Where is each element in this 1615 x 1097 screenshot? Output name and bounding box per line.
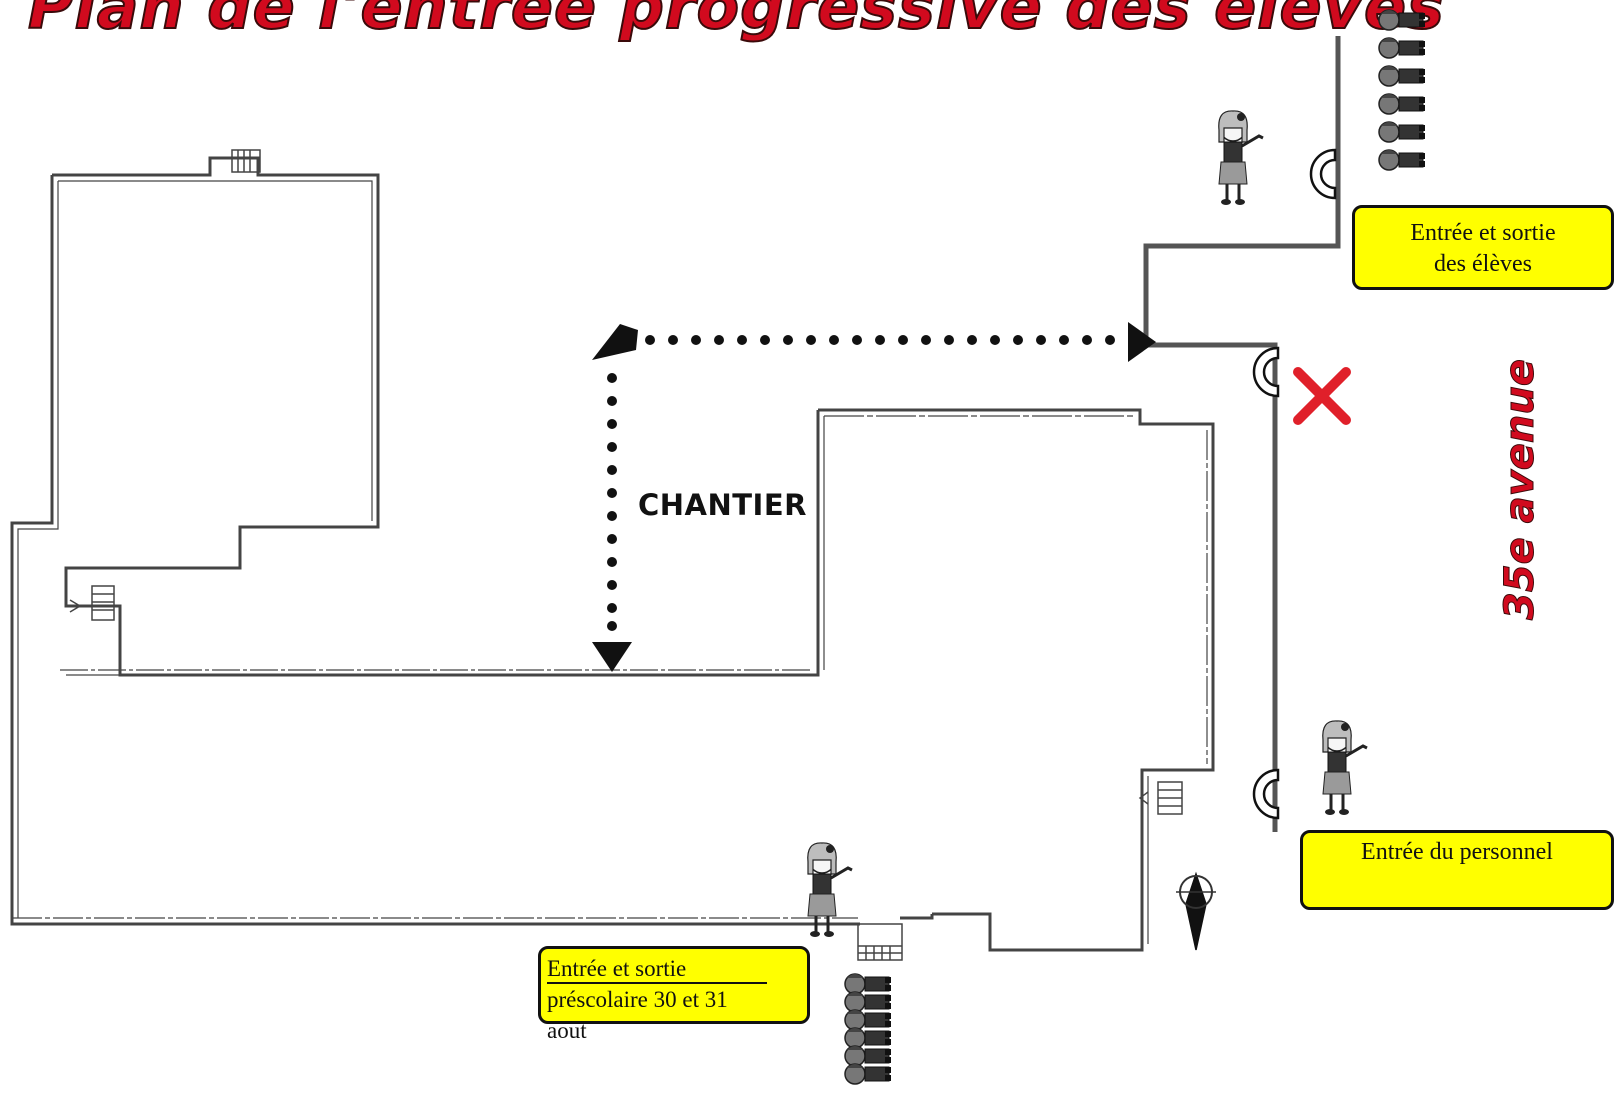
supervisor-icon-personnel <box>1321 719 1369 817</box>
staircase-right <box>1138 781 1183 815</box>
dotted-arrow-vertical <box>592 373 632 672</box>
staff-entrance-label-text: Entrée du personnel <box>1361 839 1553 865</box>
construction-zone-label: CHANTIER <box>638 488 807 522</box>
dotted-arrow-corner <box>592 324 638 360</box>
gate-icon-closed <box>1252 346 1280 398</box>
street-label: 35e avenue <box>1497 359 1544 621</box>
gate-icon-personnel <box>1252 768 1280 820</box>
preschool-entrance-label-line2: préscolaire 30 et 31 aout <box>547 982 767 1046</box>
right-building-outline <box>12 408 1215 952</box>
student-entrance-label-line2: des élèves <box>1434 251 1532 277</box>
plan-title: Plan de l'entrée progressive des élèves <box>27 0 1445 44</box>
schoolyard-fence <box>1143 36 1341 832</box>
supervisor-icon-eleves <box>1217 109 1265 207</box>
student-entrance-label: Entrée et sortie des élèves <box>1352 205 1614 290</box>
gate-icon-eleves <box>1309 148 1337 200</box>
student-line-prescolaire <box>844 973 892 1085</box>
staircase-left <box>69 585 115 621</box>
construction-zone-arrows <box>592 322 1156 672</box>
north-arrow-icon <box>1176 871 1216 951</box>
student-line-eleves <box>1378 9 1426 171</box>
closed-entrance-x-icon <box>1293 367 1351 425</box>
left-building-outline <box>10 156 820 926</box>
staircase-bottom <box>857 923 903 961</box>
staff-entrance-label: Entrée du personnel <box>1300 830 1614 910</box>
dotted-arrow-horizontal <box>645 322 1156 362</box>
student-entrance-label-line1: Entrée et sortie <box>1410 220 1556 246</box>
staircase-top <box>231 149 261 173</box>
preschool-entrance-label-line1: Entrée et sortie <box>547 956 687 981</box>
preschool-entrance-label: Entrée et sortie préscolaire 30 et 31 ao… <box>538 946 810 1043</box>
